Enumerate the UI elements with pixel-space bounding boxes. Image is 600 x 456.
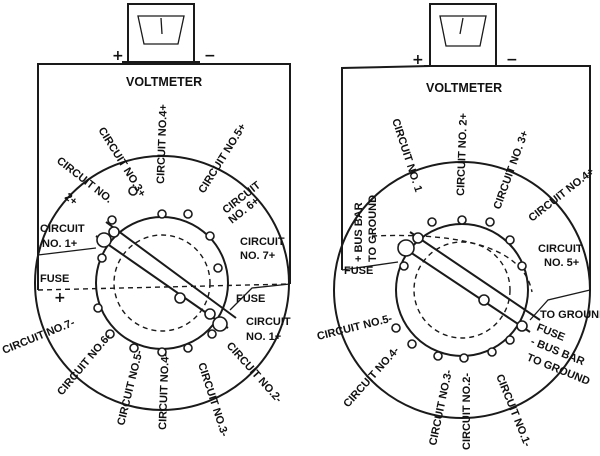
left-fuse-wire-right [229,283,291,311]
left-circuit-1-plus-a: CIRCUIT [40,223,85,235]
left-terminal [183,343,193,353]
left-frame-wire-left [37,63,128,290]
right-terminals-lower [391,323,515,363]
left-blade-center [174,292,186,304]
right-terminal [457,215,467,225]
right-terminal [407,339,417,349]
left-circuit-5-minus: CIRCUIT NO.5- [115,349,145,427]
right-terminal [505,335,515,345]
right-terminal [459,353,469,363]
right-terminal [399,261,409,271]
left-terminal [157,209,167,219]
right-voltmeter-minus: − [506,52,518,68]
right-to-ground-a: TO GROUND [540,309,600,321]
right-frame-wire-left [341,65,431,270]
right-voltmeter-dial [439,15,487,47]
left-terminal [205,231,215,241]
left-diagram: + − VOLTMETER [1,3,291,438]
right-frame-wire-right [496,65,591,290]
right-terminal [427,217,437,227]
left-circuit-7-plus-a: CIRCUIT [240,236,285,248]
left-switch-inner-dashed [113,234,211,332]
right-terminal [485,217,495,227]
left-circuit-7-plus-b: NO. 7+ [240,250,275,262]
right-blade-end-a [516,320,528,332]
left-voltmeter-plus: + [112,48,124,64]
left-voltmeter-minus: − [204,48,216,64]
left-switch-outer-disc [34,155,290,411]
right-circuit-4-plus: CIRCUIT NO.4+ [526,166,596,225]
left-circuit-2-minus: CIRCUIT NO.2- [224,340,285,406]
right-circuit-3-minus: CIRCUIT NO.3- [427,368,455,446]
left-frame-wire-right [194,63,291,284]
left-circuit-1-plus-b: NO. 1+ [42,238,77,250]
left-fuse-label: FUSE [40,273,69,285]
left-circuit-1-minus-b: NO. 1+ [246,331,281,343]
right-circuit-5-minus: CIRCUIT NO.5- [316,313,394,343]
right-fuse-label: FUSE [344,265,373,277]
right-diagram: + − VOLTMETER [316,3,600,450]
left-terminal [128,186,138,196]
left-voltmeter-label: VOLTMETER [126,75,202,89]
right-terminal [391,323,401,333]
right-voltmeter-label: VOLTMETER [426,81,502,95]
right-circuit-1-minus: CIRCUIT NO.1- [493,373,533,449]
left-circuit-3-minus: CIRCUIT NO.3- [195,361,230,438]
left-terminal [107,215,117,225]
right-terminal [517,261,527,271]
left-terminal [157,347,167,357]
left-voltmeter-case [127,3,195,65]
right-switch-inner-dashed [413,241,511,339]
right-terminal [433,351,443,361]
right-circuit-3-plus: CIRCUIT NO. 3+ [492,129,532,211]
right-fuse-wire [341,261,399,271]
right-switch-blade [397,231,541,333]
left-terminal [93,303,103,313]
left-terminal [129,343,139,353]
left-fuse-right-label: FUSE [236,293,265,305]
left-circuit-4-minus: CIRCUIT NO.4- [157,352,172,430]
right-voltmeter-case [429,3,497,67]
right-blade-pivot-a [397,239,415,257]
left-terminal [207,329,217,339]
right-terminal [487,347,497,357]
right-ground-wire [529,289,591,321]
right-circuit-2-minus: CIRCUIT NO.2- [461,373,473,450]
left-circuit-4-plus: CIRCUIT NO.4+ [155,104,170,184]
right-circuit-5-plus-a: CIRCUIT [538,243,583,255]
right-blade-center [478,294,490,306]
right-busbar-top-b: TO GROUND [367,195,379,262]
left-voltmeter-dial [137,15,185,45]
right-voltmeter-needle [459,17,464,35]
left-terminals-lower [93,303,217,357]
left-blade-pivot-a [96,232,112,248]
right-terminal [505,235,515,245]
left-voltmeter-needle [160,17,163,35]
right-busbar-top-a: + BUS BAR [353,202,365,262]
left-blade-end-a [212,316,228,332]
left-edge-plus: + [54,290,66,306]
left-terminals-upper [97,186,223,273]
left-fuse-wire-left [37,247,97,256]
right-terminals-upper [399,215,527,271]
right-circuit-5-plus-b: NO. 5+ [544,257,579,269]
right-voltmeter-plus: + [412,52,424,68]
left-terminal [213,263,223,273]
left-dashed-bus [37,283,291,291]
left-terminal [105,329,115,339]
left-blade-pivot-b [108,226,120,238]
left-circuit-1-minus-a: CIRCUIT [246,316,291,328]
left-circuit-2-plus-b: 2+ [62,191,79,208]
left-circuit-7-minus: CIRCUIT NO.7- [1,317,77,357]
right-voltmeter [424,3,502,67]
right-blade-pivot-b [412,232,424,244]
left-terminal [97,253,107,263]
left-terminal [183,209,193,219]
left-voltmeter [122,3,200,65]
left-blade-end-b [204,308,216,320]
right-circuit-2-plus: CIRCUIT NO. 2+ [455,113,470,196]
